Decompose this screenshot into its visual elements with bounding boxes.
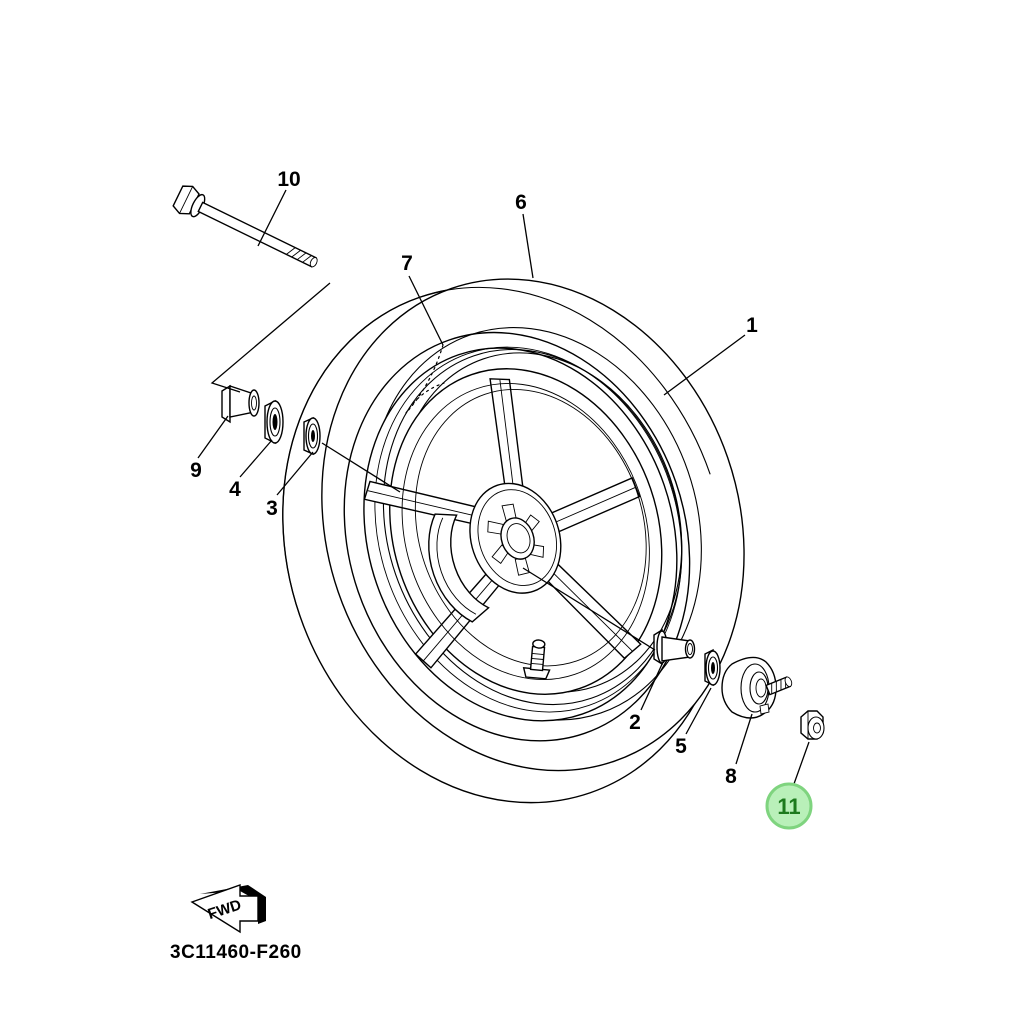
disc-carrier-edge <box>436 517 477 615</box>
forward-direction-arrow: FWD <box>190 884 266 934</box>
leader-bracket-axle <box>210 282 331 393</box>
leader-7-dotted <box>405 344 444 414</box>
axle-head-facet <box>179 186 194 214</box>
thread-3 <box>296 252 307 261</box>
callout-8[interactable]: 8 <box>725 765 737 788</box>
bearing-3-race <box>307 423 319 449</box>
disc-carrier-body <box>428 513 490 623</box>
callout-9[interactable]: 9 <box>190 459 202 482</box>
leader-10 <box>257 189 287 247</box>
part-8-speedometer-gear-unit <box>721 656 793 719</box>
nut-face <box>807 716 825 740</box>
callout-2[interactable]: 2 <box>629 711 641 734</box>
spoke-shade-5 <box>542 487 636 529</box>
gear-unit-ring-2 <box>749 671 769 705</box>
part-5-bearing <box>704 648 721 687</box>
hub-flange-inner <box>477 489 558 587</box>
axle-shaft <box>197 201 317 268</box>
leader-3-to-hub <box>321 442 401 493</box>
spoke-shade-2 <box>367 490 484 519</box>
callout-5[interactable]: 5 <box>675 735 687 758</box>
thread-4 <box>302 255 312 263</box>
fwd-arrow-extrusion <box>200 885 266 924</box>
thread-1 <box>286 247 296 255</box>
callout-3[interactable]: 3 <box>266 497 278 520</box>
callout-6[interactable]: 6 <box>515 191 527 214</box>
spigot-thread-1 <box>771 683 773 694</box>
valve-ribs <box>531 653 544 665</box>
part-9-collar <box>221 384 260 424</box>
collar-right-bore <box>687 643 693 655</box>
leader-3 <box>276 451 314 496</box>
leader-hub-axis <box>522 567 656 651</box>
bearing-4-bore <box>272 414 278 430</box>
spoke-shade-3 <box>422 572 499 662</box>
callout-4[interactable]: 4 <box>229 478 241 501</box>
collar-left-body <box>221 384 231 424</box>
part-4-bearing <box>264 399 284 445</box>
rim-flange-inner <box>382 348 683 706</box>
callout-7[interactable]: 7 <box>401 252 413 275</box>
leader-6 <box>522 213 534 279</box>
valve-hidden-outline <box>405 382 445 414</box>
leader-5 <box>685 687 712 735</box>
wheel-hub <box>469 482 562 594</box>
gear-unit-hub <box>755 678 767 698</box>
brake-disc-carrier <box>428 513 490 623</box>
spoke-shading <box>367 379 636 662</box>
spline-slot-4 <box>514 556 530 576</box>
tire-air-valve <box>522 639 551 680</box>
gear-unit-cable-spigot <box>765 676 793 696</box>
spoke-shade-1 <box>499 379 515 496</box>
thread-2 <box>291 249 301 258</box>
part-number-label: 3C11460-F260 <box>170 942 302 963</box>
leader-9 <box>197 415 229 459</box>
leader-8 <box>735 713 753 765</box>
spoke-shade-4 <box>544 563 633 652</box>
leader-2 <box>640 661 664 711</box>
part-11-axle-nut <box>800 710 825 740</box>
gear-unit-lug <box>759 703 770 715</box>
rim-inner-ring-2 <box>414 389 647 667</box>
axle-tip <box>309 257 318 268</box>
callout-10[interactable]: 10 <box>277 168 300 191</box>
callout-11-highlight-ring <box>765 782 813 830</box>
collar-right-end <box>684 639 696 659</box>
leader-lines <box>197 189 810 796</box>
nut-bore <box>813 722 821 734</box>
leader-4 <box>239 439 273 478</box>
part-10-front-axle <box>172 185 318 268</box>
callout-1[interactable]: 1 <box>746 314 758 337</box>
spigot-thread-2 <box>775 681 777 693</box>
callout-11[interactable]: 11 <box>777 794 800 819</box>
bearing-5-race <box>707 656 719 680</box>
bearing-3-bore <box>311 430 315 442</box>
leader-1 <box>663 334 746 396</box>
collar-left-bore <box>251 395 257 411</box>
axle-thread <box>286 247 312 263</box>
valve-cap <box>532 639 546 649</box>
spigot-tip <box>784 676 793 687</box>
hub-bore-inner <box>506 523 531 554</box>
fwd-arrow-body <box>190 884 259 934</box>
part-3-bearing <box>303 416 321 456</box>
spigot-thread-3 <box>780 679 782 691</box>
leader-7 <box>408 275 444 346</box>
callout-11-highlight-group[interactable]: 11 <box>765 782 813 830</box>
rim-band-ring <box>374 346 683 713</box>
part-2-collar <box>653 628 696 666</box>
bearing-5-bore <box>711 662 715 674</box>
collar-left-face <box>248 389 260 417</box>
bearing-4-race <box>269 407 281 437</box>
rim-inner-ring-1 <box>401 383 650 680</box>
front-wheel-assembly <box>282 278 745 804</box>
callout-numbers: 1 2 3 4 5 6 7 8 9 10 <box>190 168 758 788</box>
